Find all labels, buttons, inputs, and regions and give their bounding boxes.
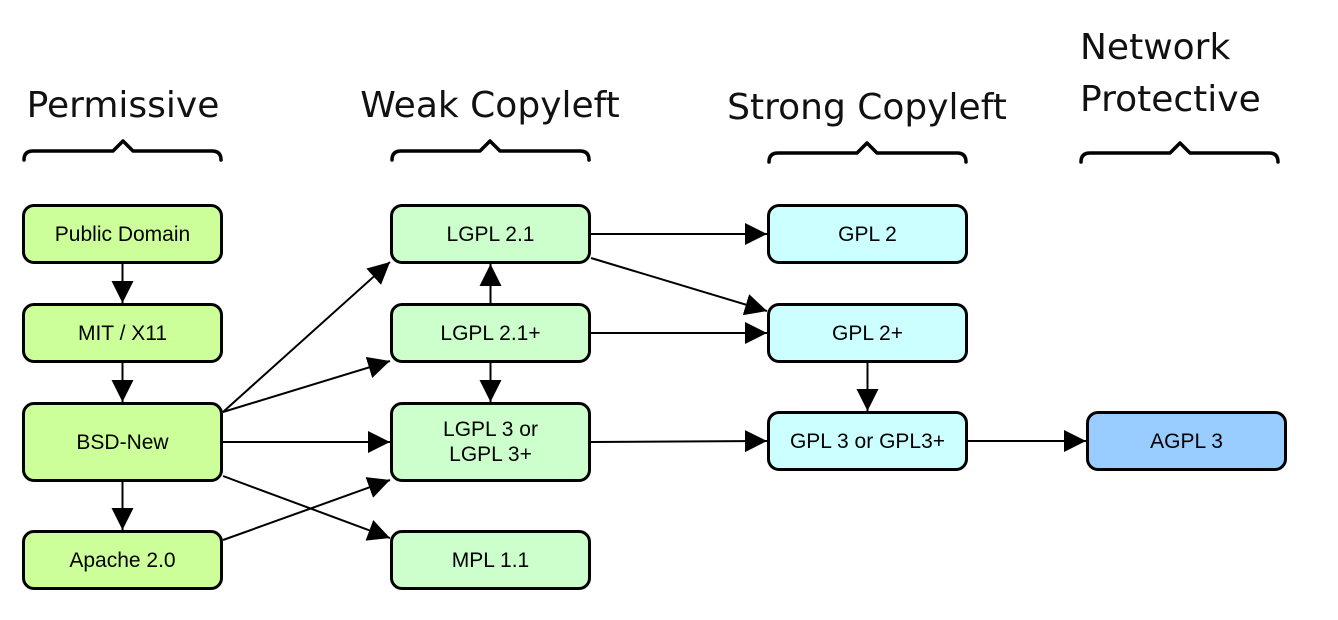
node-mpl-1-1-label: MPL 1.1 bbox=[451, 548, 530, 572]
node-public-domain: Public Domain bbox=[22, 204, 223, 264]
node-lgpl-3: LGPL 3 or LGPL 3+ bbox=[390, 402, 591, 482]
node-mit-x11: MIT / X11 bbox=[22, 303, 223, 363]
brace-weak-copyleft bbox=[390, 139, 591, 162]
node-gpl-2-plus-label: GPL 2+ bbox=[831, 321, 904, 345]
category-weak-copyleft-title: Weak Copyleft bbox=[360, 85, 620, 126]
node-public-domain-label: Public Domain bbox=[54, 222, 191, 246]
arrow-bsd_new-to-lgpl21plus bbox=[222, 356, 391, 413]
node-lgpl-2-1: LGPL 2.1 bbox=[390, 204, 591, 264]
node-lgpl-2-1-plus: LGPL 2.1+ bbox=[390, 303, 591, 363]
arrow-lgpl21-to-gpl2plus bbox=[590, 257, 768, 316]
arrow-lgpl3-to-gpl3 bbox=[590, 430, 768, 453]
node-gpl-2: GPL 2 bbox=[767, 204, 968, 264]
node-gpl-2-label: GPL 2 bbox=[838, 222, 897, 246]
category-network-protective-title: Network Protective bbox=[1080, 27, 1261, 120]
category-permissive-title: Permissive bbox=[26, 85, 220, 126]
arrow-apache_2-to-lgpl3 bbox=[222, 477, 391, 541]
node-mpl-1-1: MPL 1.1 bbox=[390, 530, 591, 590]
node-agpl-3-label: AGPL 3 bbox=[1150, 429, 1223, 453]
node-lgpl-3-label: LGPL 3 or LGPL 3+ bbox=[443, 418, 538, 466]
node-gpl-2-plus: GPL 2+ bbox=[767, 303, 968, 363]
node-gpl-3-label: GPL 3 or GPL3+ bbox=[789, 429, 946, 453]
node-gpl-3: GPL 3 or GPL3+ bbox=[767, 411, 968, 471]
node-apache-2-label: Apache 2.0 bbox=[69, 548, 176, 572]
brace-permissive bbox=[22, 139, 223, 162]
node-bsd-new-label: BSD-New bbox=[76, 430, 169, 454]
node-apache-2: Apache 2.0 bbox=[22, 530, 223, 590]
arrow-bsd_new-to-mpl11 bbox=[222, 475, 391, 541]
node-mit-x11-label: MIT / X11 bbox=[77, 321, 168, 345]
category-strong-copyleft-title: Strong Copyleft bbox=[727, 87, 1007, 128]
node-agpl-3: AGPL 3 bbox=[1086, 411, 1287, 471]
node-bsd-new: BSD-New bbox=[22, 402, 223, 482]
node-lgpl-2-1-plus-label: LGPL 2.1+ bbox=[440, 321, 541, 345]
brace-strong-copyleft bbox=[767, 141, 968, 164]
arrow-bsd_new-to-lgpl21 bbox=[222, 261, 391, 413]
node-lgpl-2-1-label: LGPL 2.1 bbox=[446, 222, 535, 246]
brace-network-protective bbox=[1079, 141, 1280, 164]
